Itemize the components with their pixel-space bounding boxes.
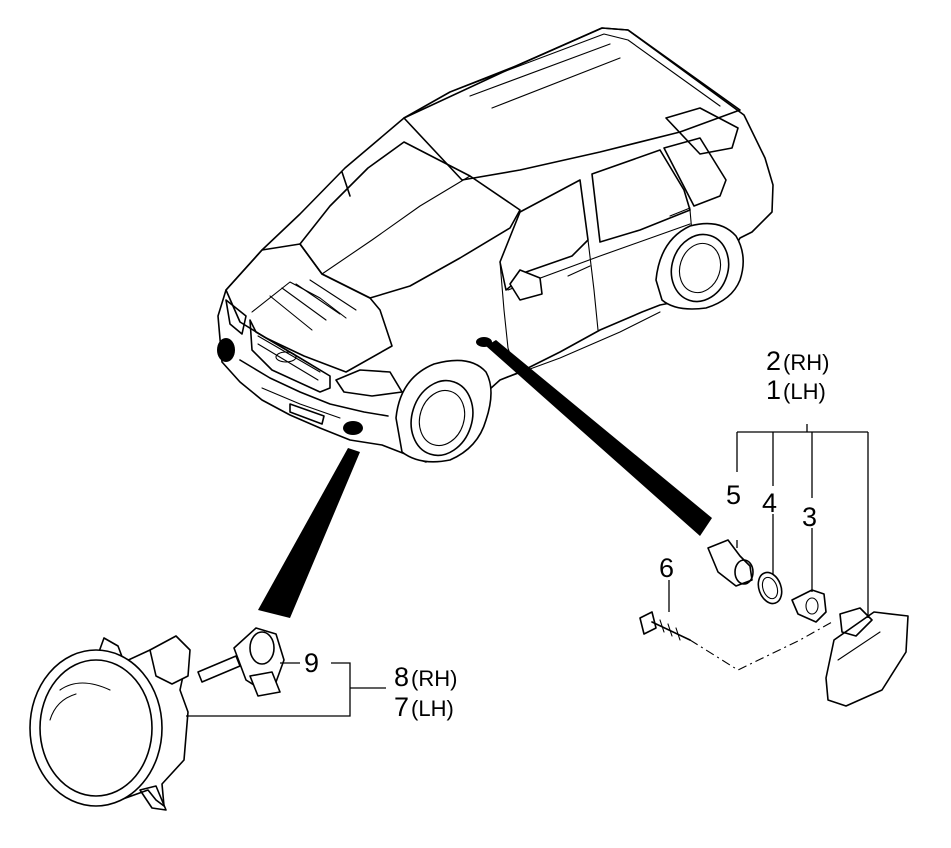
callout-9: 9 [304, 650, 319, 677]
callout-1-side: (LH) [783, 379, 826, 404]
fog-lamp-assembly [29, 635, 191, 811]
callout-1: 1(LH) [766, 377, 826, 404]
callout-6: 6 [659, 555, 674, 582]
side-repeater-lamp [825, 607, 909, 707]
callout-7-side: (LH) [411, 696, 454, 721]
side-repeater-bulb [791, 589, 827, 623]
callout-8-side: (RH) [411, 666, 458, 691]
callout-3-number: 3 [802, 502, 818, 532]
leader-lines [186, 424, 869, 717]
callout-6-number: 6 [659, 553, 675, 583]
callout-7-number: 7 [394, 692, 410, 722]
fog-lamp-pointer [258, 448, 360, 618]
callout-7: 7(LH) [394, 694, 454, 721]
callout-2: 2(RH) [766, 348, 829, 375]
callout-2-side: (RH) [783, 350, 830, 375]
callout-4-number: 4 [762, 488, 778, 518]
vehicle-illustration [217, 27, 774, 463]
side-repeater-gasket [757, 571, 783, 605]
callout-1-number: 1 [766, 375, 782, 405]
fog-lamp-bulb [197, 627, 285, 697]
callout-3: 3 [802, 504, 817, 531]
callout-8-number: 8 [394, 662, 410, 692]
callout-2-number: 2 [766, 346, 782, 376]
callout-5-number: 5 [726, 480, 742, 510]
side-repeater-socket [707, 539, 754, 587]
callout-4: 4 [762, 490, 777, 517]
callout-8: 8(RH) [394, 664, 457, 691]
side-lamp-pointer [486, 340, 712, 536]
screw [639, 611, 691, 641]
callout-5: 5 [726, 482, 741, 509]
callout-9-number: 9 [304, 648, 320, 678]
